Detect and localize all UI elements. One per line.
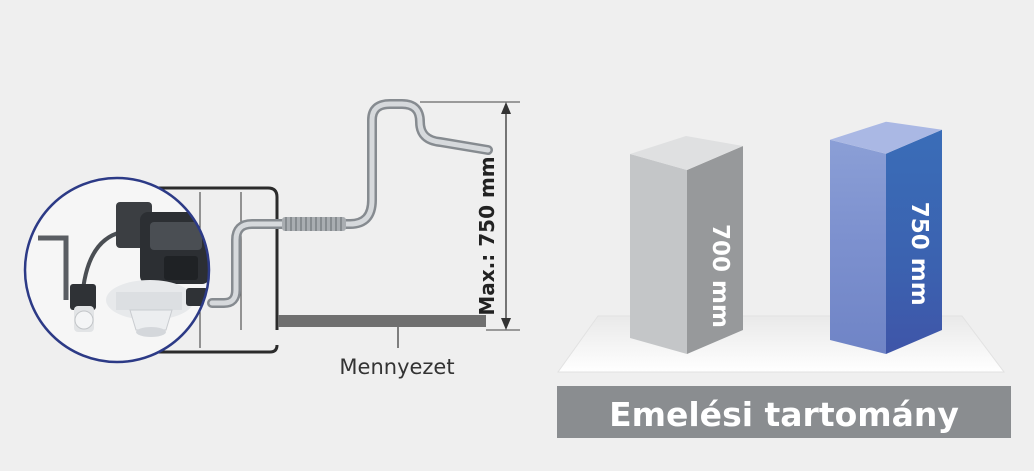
ceiling-label: Mennyezet bbox=[339, 355, 454, 379]
bar-top-face bbox=[630, 136, 743, 170]
bar-front-face bbox=[830, 139, 886, 354]
installation-diagram: Mennyezet Max.: 750 mm bbox=[23, 99, 520, 379]
unit-outline-bottom bbox=[150, 344, 279, 354]
unit-outline-top bbox=[150, 186, 279, 330]
max-height-dimension: Max.: 750 mm bbox=[420, 101, 520, 331]
drain-pump-illustration bbox=[38, 202, 209, 337]
dim-arrow-bottom bbox=[501, 318, 511, 330]
pump-detail-inset bbox=[23, 176, 211, 364]
max-height-label: Max.: 750 mm bbox=[475, 156, 499, 315]
bar-top-face bbox=[830, 121, 942, 154]
footer-label: Emelési tartomány bbox=[609, 395, 959, 434]
lift-range-chart: 700 mm 750 mm Emelési tartomány bbox=[557, 121, 1011, 438]
pipe-highlight bbox=[209, 101, 491, 306]
bars-layer: 700 mm 750 mm bbox=[630, 121, 942, 354]
bar-1: 750 mm bbox=[830, 121, 942, 354]
bar-side-face bbox=[886, 129, 942, 354]
footer-bar bbox=[557, 386, 1011, 438]
inset-border bbox=[23, 176, 211, 364]
drain-pipe bbox=[207, 99, 493, 308]
bar-0: 700 mm bbox=[630, 136, 743, 354]
flexible-hose bbox=[282, 217, 346, 231]
bar-label: 700 mm bbox=[707, 224, 733, 328]
dim-arrow-top bbox=[501, 102, 511, 114]
ceiling-slab bbox=[278, 315, 486, 327]
pipe-outer bbox=[207, 99, 493, 308]
bar-front-face bbox=[630, 154, 687, 354]
bar-label: 750 mm bbox=[906, 202, 932, 306]
bar-side-face bbox=[687, 146, 743, 354]
